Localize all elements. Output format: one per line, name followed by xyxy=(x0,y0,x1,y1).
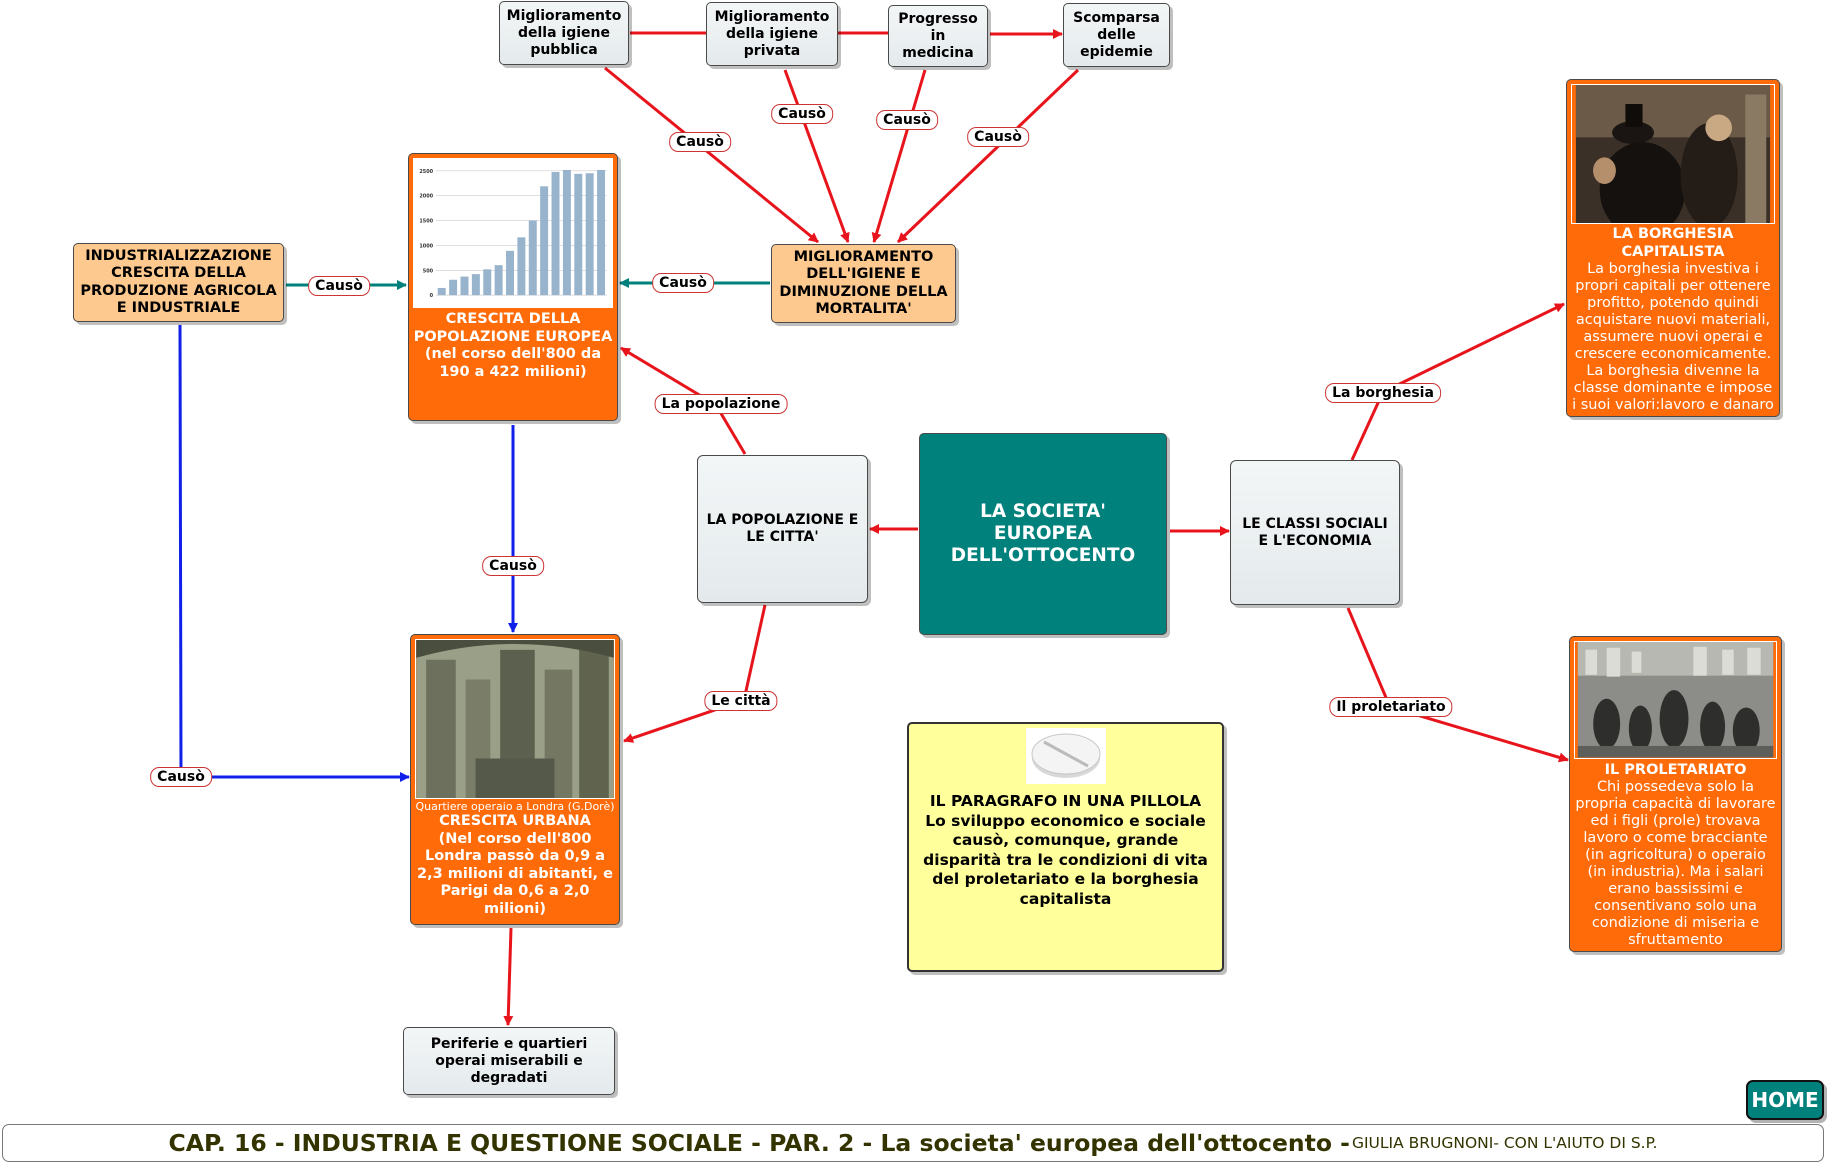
link-label-le-citta: Le città xyxy=(704,691,778,711)
chart-bar xyxy=(506,250,514,296)
chart-bar xyxy=(471,274,480,296)
borghesia-title: LA BORGHESIA CAPITALISTA xyxy=(1612,226,1734,260)
pillola-title: IL PARAGRAFO IN UNA PILLOLA xyxy=(929,792,1202,810)
link-label-causo: Causò xyxy=(771,104,833,124)
link-pubblica-miglioramento xyxy=(604,66,819,244)
proletariato-text: Chi possedeva solo la propria capacità d… xyxy=(1575,779,1776,948)
crescita-urbana-detail: (Nel corso dell'800 Londra passò da 0,9 … xyxy=(417,830,613,917)
urbana-image-caption: Quartiere operaio a Londra (G.Dorè) xyxy=(415,800,615,813)
chart-bar xyxy=(597,169,606,296)
link-label-causo: Causò xyxy=(150,767,212,787)
chart-bar xyxy=(574,173,583,296)
chart-y-tick: 0 xyxy=(430,293,434,299)
borghesia-painting-image xyxy=(1571,84,1775,224)
footer-bar: CAP. 16 - INDUSTRIA E QUESTIONE SOCIALE … xyxy=(2,1124,1824,1162)
population-chart-thumbnail: 2500 2000 1500 1000 500 0 xyxy=(413,158,613,308)
node-periferie[interactable]: Periferie e quartieri operai miserabili … xyxy=(403,1027,615,1095)
chart-y-tick: 1500 xyxy=(419,219,433,225)
chart-bar xyxy=(449,279,458,296)
node-classi-sociali[interactable]: LE CLASSI SOCIALI E L'ECONOMIA xyxy=(1230,460,1400,605)
node-igiene-privata[interactable]: Miglioramento della igiene privata xyxy=(706,2,838,66)
link-label-la-borghesia: La borghesia xyxy=(1325,383,1441,403)
footer-title: CAP. 16 - INDUSTRIA E QUESTIONE SOCIALE … xyxy=(168,1129,1350,1157)
node-industrializzazione[interactable]: INDUSTRIALIZZAZIONE CRESCITA DELLA PRODU… xyxy=(73,243,284,322)
link-label-il-proletariato: Il proletariato xyxy=(1329,697,1453,717)
pill-icon xyxy=(1025,728,1106,784)
crescita-popolazione-title: CRESCITA DELLA POPOLAZIONE EUROPEA xyxy=(413,311,613,345)
node-progresso-medicina[interactable]: Progresso in medicina xyxy=(888,5,988,67)
chart-y-tick: 500 xyxy=(423,268,434,274)
crescita-urbana-title: CRESCITA URBANA xyxy=(439,813,591,829)
chart-bar xyxy=(562,169,571,296)
link-label-causo: Causò xyxy=(308,276,370,296)
node-miglioramento-igiene[interactable]: MIGLIORAMENTO DELL'IGIENE E DIMINUZIONE … xyxy=(771,244,956,323)
chart-bar xyxy=(551,172,560,296)
link-urbana-periferie xyxy=(503,927,514,1026)
chart-bar xyxy=(517,237,526,296)
london-workers-quarter-image xyxy=(415,639,615,799)
link-label-causo: Causò xyxy=(967,127,1029,147)
borghesia-text: La borghesia investiva i propri capitali… xyxy=(1572,261,1774,413)
chart-bar xyxy=(494,265,503,296)
link-label-causo: Causò xyxy=(652,273,714,293)
proletariato-title: IL PROLETARIATO xyxy=(1604,761,1747,778)
node-pillola[interactable]: IL PARAGRAFO IN UNA PILLOLA Lo sviluppo … xyxy=(907,722,1224,972)
chart-bar xyxy=(585,173,594,296)
node-proletariato[interactable]: IL PROLETARIATO Chi possedeva solo la pr… xyxy=(1569,636,1782,952)
home-button[interactable]: HOME xyxy=(1746,1080,1824,1120)
chart-y-tick: 2500 xyxy=(419,169,433,175)
link-progresso-miglioramento xyxy=(871,69,927,243)
link-classi-proletariato xyxy=(1346,607,1569,763)
chart-bar xyxy=(540,186,549,296)
link-label-causo: Causò xyxy=(669,132,731,152)
node-crescita-urbana[interactable]: Quartiere operaio a Londra (G.Dorè) CRES… xyxy=(410,634,620,925)
chart-bar xyxy=(483,269,492,296)
chart-y-tick: 1000 xyxy=(419,243,433,249)
pillola-text: Lo sviluppo economico e sociale causò, c… xyxy=(923,811,1208,908)
chart-bar xyxy=(437,287,446,296)
chart-bar xyxy=(460,276,469,296)
chart-y-tick: 2000 xyxy=(419,194,433,200)
node-igiene-pubblica[interactable]: Miglioramento della igiene pubblica xyxy=(499,1,629,65)
link-label-causo: Causò xyxy=(876,110,938,130)
link-industria-urbana xyxy=(178,324,410,782)
chart-bar xyxy=(528,220,537,296)
node-popolazione-citta[interactable]: LA POPOLAZIONE E LE CITTA' xyxy=(697,455,868,603)
node-societa-europea[interactable]: LA SOCIETA' EUROPEA DELL'OTTOCENTO xyxy=(919,433,1167,635)
link-privata-miglioramento xyxy=(783,69,850,243)
crescita-popolazione-detail: (nel corso dell'800 da 190 a 422 milioni… xyxy=(424,346,602,380)
link-label-causo: Causò xyxy=(482,556,544,576)
proletariato-photo-image xyxy=(1574,641,1777,759)
node-borghesia[interactable]: LA BORGHESIA CAPITALISTA La borghesia in… xyxy=(1566,79,1780,417)
link-classi-borghesia xyxy=(1350,302,1565,461)
link-scomparsa-miglioramento xyxy=(896,68,1080,244)
footer-author: GIULIA BRUGNONI- CON L'AIUTO DI S.P. xyxy=(1351,1134,1658,1152)
node-scomparsa-epidemie[interactable]: Scomparsa delle epidemie xyxy=(1063,3,1170,67)
link-label-la-popolazione: La popolazione xyxy=(654,394,788,414)
node-crescita-popolazione[interactable]: 2500 2000 1500 1000 500 0 CRESCITA DELLA POPO… xyxy=(408,153,618,421)
link-popcitta-urbana xyxy=(623,604,767,743)
